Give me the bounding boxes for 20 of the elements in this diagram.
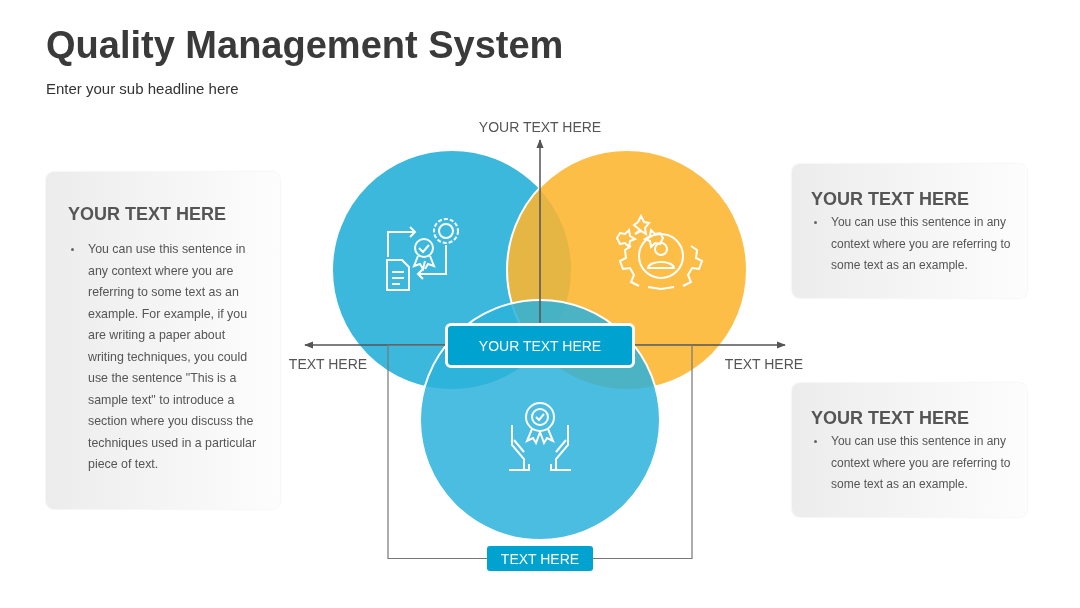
bullet-text: You can use this sentence in any context where you are referring to some text as an example. (831, 215, 1011, 272)
text-card (792, 383, 1027, 517)
text-card (792, 164, 1027, 298)
page-title: Quality Management System (46, 24, 564, 67)
card-heading: YOUR TEXT HERE (68, 204, 227, 225)
axis-label: TEXT HERE (724, 356, 804, 372)
banner-text: YOUR TEXT HERE (478, 337, 602, 354)
bullet-text: You can use this sentence in any context where you are referring to some text as an example. For example, if you are writing a paper about writing techniques, you could use the sentence "This is a sample text" to introduce a section where you discuss the techniques used in a particular piece of text. (88, 242, 257, 471)
label-banner (487, 546, 593, 571)
bullet-text: You can use this sentence in any context where you are referring to some text as an example. (831, 434, 1011, 491)
connector-line (387, 344, 488, 560)
card-heading: YOUR TEXT HERE (811, 189, 970, 210)
connector-line (592, 344, 693, 560)
subtitle: Enter your sub headline here (46, 80, 239, 97)
banner-text: TEXT HERE (500, 550, 580, 567)
text-card (46, 172, 280, 509)
label-banner (445, 323, 635, 368)
card-heading: YOUR TEXT HERE (811, 408, 970, 429)
axis-label: TEXT HERE (288, 356, 368, 372)
axis-label: YOUR TEXT HERE (478, 119, 602, 135)
